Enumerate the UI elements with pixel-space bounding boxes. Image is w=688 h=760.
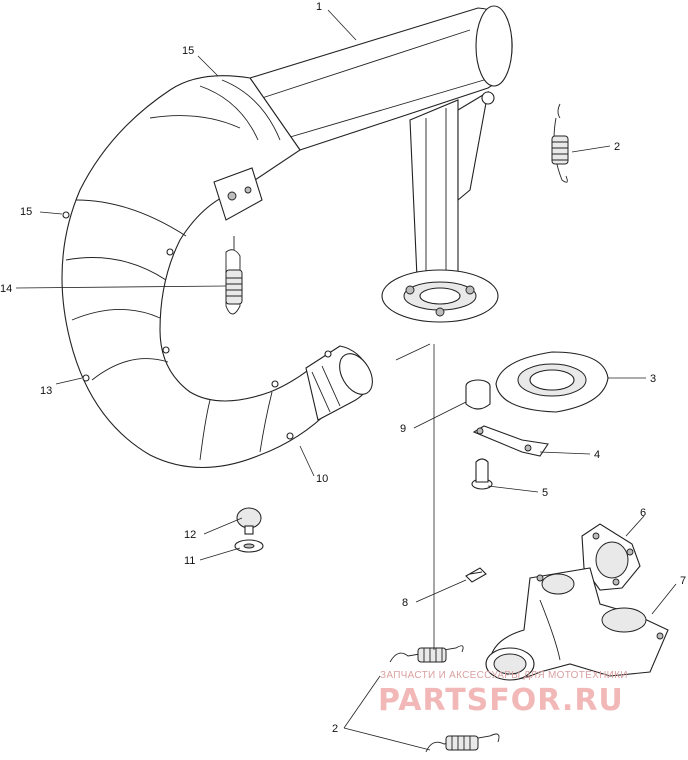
label-9: 9 (400, 423, 406, 435)
label-5: 5 (542, 487, 548, 499)
bracket-part-4 (472, 425, 549, 457)
label-14: 14 (0, 283, 12, 295)
watermark: ЗАПЧАСТИ И АКСЕССУАРЫ ДЛЯ МОТОТЕХНИКИ PA… (378, 670, 628, 718)
spring-part-14 (225, 236, 243, 315)
manifold-part-7 (485, 567, 669, 681)
label-15-top: 15 (182, 45, 194, 57)
label-11: 11 (184, 555, 195, 567)
spring-part-2-bottom-lower (425, 733, 500, 753)
part-labels: 1 15 15 14 13 2 3 9 4 10 5 12 11 6 7 8 2 (0, 1, 686, 735)
label-8: 8 (402, 597, 408, 609)
leader-lines (15, 9, 677, 751)
watermark-subtitle: ЗАПЧАСТИ И АКСЕССУАРЫ ДЛЯ МОТОТЕХНИКИ (380, 670, 628, 681)
flange-gasket-part-6 (581, 523, 641, 591)
stud-part-8 (465, 567, 487, 583)
washer-part-11 (234, 539, 264, 553)
label-1: 1 (316, 1, 322, 13)
bolt-part-5 (471, 458, 493, 490)
expansion-chamber-pipe (61, 75, 373, 468)
gasket-part-3 (495, 351, 609, 413)
label-7: 7 (680, 575, 686, 587)
spring-part-2-top (551, 103, 569, 183)
label-3: 3 (650, 373, 656, 385)
label-4: 4 (594, 449, 600, 461)
label-6: 6 (640, 507, 646, 519)
bushing-part-9 (465, 379, 491, 410)
label-2-top: 2 (614, 141, 620, 153)
label-2-bottom: 2 (332, 723, 338, 735)
label-10: 10 (316, 473, 328, 485)
label-15-left: 15 (20, 206, 32, 218)
spring-part-2-bottom-upper (389, 645, 464, 663)
muffler-part-1 (249, 5, 513, 323)
bumper-part-12 (236, 507, 262, 535)
label-13: 13 (40, 385, 52, 397)
watermark-brand: PARTSFOR.RU (378, 683, 624, 718)
label-12: 12 (184, 529, 196, 541)
